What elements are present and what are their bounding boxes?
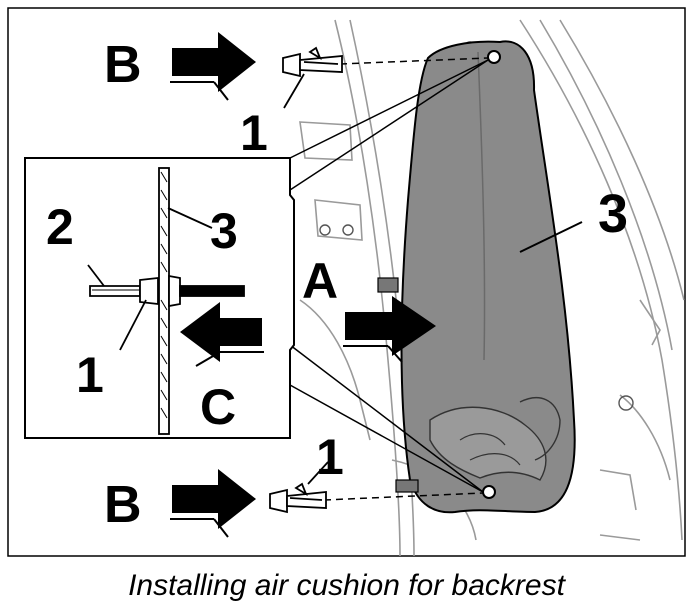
detail-clip: [89, 274, 245, 308]
arrow-b-bottom: [170, 469, 256, 538]
bottom-mounting-hole: [482, 485, 496, 499]
arrow-c: [180, 302, 264, 367]
air-cushion: [400, 40, 576, 514]
figure-caption: Installing air cushion for backrest: [128, 569, 565, 602]
label-cushion-detail: 3: [210, 203, 238, 259]
label-tool-detail: 2: [46, 199, 74, 255]
cushion-bracket: [377, 277, 419, 493]
label-c: C: [200, 379, 236, 435]
cushion-leader: [519, 221, 583, 253]
top-clip-leader: [283, 73, 305, 109]
top-plastic-clip: [282, 46, 343, 78]
label-b-bottom: B: [104, 476, 142, 534]
bottom-clip-leader: [307, 461, 329, 485]
top-mounting-hole: [487, 50, 501, 64]
seat-frame-lines: [299, 19, 685, 557]
label-clip-detail: 1: [76, 347, 104, 403]
label-b-top: B: [104, 36, 142, 94]
installation-diagram: B B A C 1 1 1 2 3 3: [7, 7, 686, 557]
figure-border: [7, 7, 686, 557]
label-clip-bottom: 1: [316, 429, 344, 485]
detail-leader-lines: [289, 59, 489, 493]
label-clip-top: 1: [240, 105, 268, 161]
detail-leaders: [87, 207, 213, 351]
arrow-a: [343, 296, 436, 363]
bottom-plastic-clip: [269, 482, 327, 514]
label-a: A: [302, 253, 338, 309]
label-cushion-main: 3: [598, 184, 628, 244]
arrow-b-top: [170, 32, 256, 101]
detail-panel: [158, 167, 170, 435]
alignment-dashes: [323, 57, 489, 501]
